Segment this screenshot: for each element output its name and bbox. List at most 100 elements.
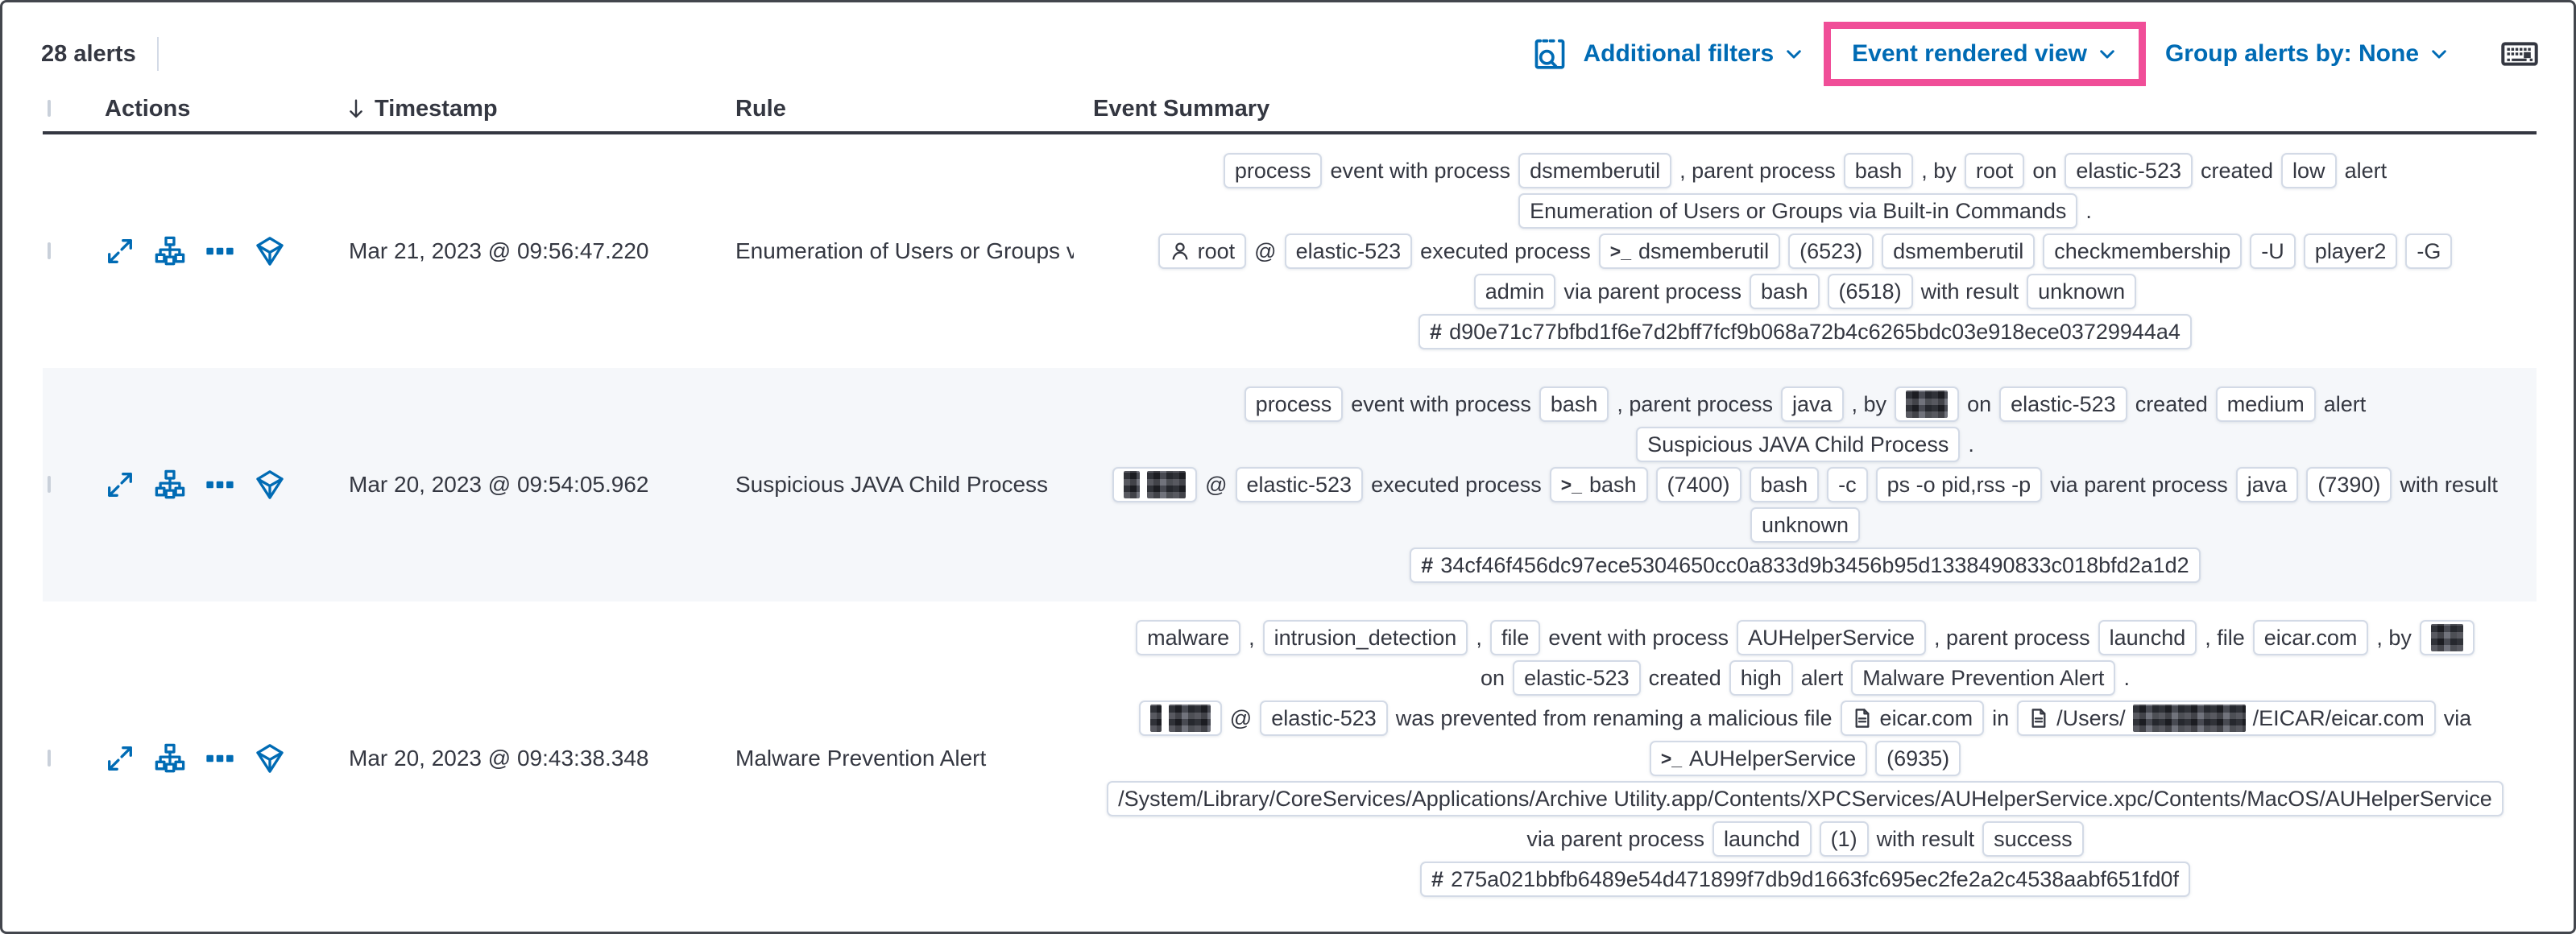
summary-badge[interactable]: Malware Prevention Alert: [1851, 660, 2116, 696]
expand-alert-button[interactable]: [105, 236, 135, 267]
rule-cell: Malware Prevention Alert: [735, 746, 987, 771]
summary-badge[interactable]: checkmembership: [2043, 234, 2243, 269]
summary-badge[interactable]: #34cf46f456dc97ece5304650cc0a833d9b3456b…: [1410, 548, 2201, 583]
summary-badge[interactable]: high: [1729, 660, 1793, 696]
summary-badge[interactable]: java: [2235, 467, 2299, 502]
summary-badge[interactable]: bash: [1843, 153, 1914, 188]
summary-badge[interactable]: unknown: [1750, 507, 1861, 543]
summary-badge[interactable]: malware: [1136, 620, 1241, 655]
summary-badge[interactable]: launchd: [1712, 821, 1812, 857]
summary-badge[interactable]: #275a021bbfb6489e54d471899f7db9d1663fc69…: [1420, 862, 2190, 897]
summary-badge[interactable]: file: [1489, 620, 1541, 655]
summary-badge[interactable]: (7390): [2306, 467, 2392, 502]
redacted-text: [2430, 624, 2463, 651]
summary-badge[interactable]: ps -o pid,rss -p: [1875, 467, 2043, 502]
summary-badge[interactable]: bash: [1749, 467, 1820, 502]
summary-badge[interactable]: admin: [1473, 274, 1556, 309]
badge-label: -G: [2417, 238, 2441, 263]
summary-badge[interactable]: launchd: [2098, 620, 2197, 655]
summary-badge[interactable]: /System/Library/CoreServices/Application…: [1107, 781, 2504, 816]
summary-badge[interactable]: [1895, 386, 1960, 422]
summary-badge[interactable]: java: [1781, 386, 1844, 422]
summary-badge[interactable]: elastic-523: [2065, 153, 2193, 188]
more-actions-button[interactable]: [205, 743, 235, 774]
summary-badge[interactable]: (7400): [1655, 467, 1741, 502]
analyze-event-button[interactable]: [155, 469, 185, 500]
summary-badge[interactable]: eicar.com: [2252, 620, 2369, 655]
more-icon: [205, 469, 235, 500]
summary-badge[interactable]: (6523): [1788, 234, 1874, 269]
summary-badge[interactable]: root: [1158, 234, 1247, 269]
summary-badge[interactable]: dsmemberutil: [1882, 234, 2036, 269]
badge-label: bash: [1550, 391, 1598, 416]
summary-badge[interactable]: root: [1964, 153, 2025, 188]
header-event-summary[interactable]: Event Summary: [1074, 96, 2537, 122]
summary-badge[interactable]: eicar.com: [1840, 700, 1985, 736]
summary-badge[interactable]: >_AUHelperService: [1649, 741, 1868, 776]
summary-badge[interactable]: unknown: [2027, 274, 2137, 309]
summary-badge[interactable]: Suspicious JAVA Child Process: [1636, 427, 1961, 462]
analyze-event-button[interactable]: [155, 743, 185, 774]
summary-text: via parent process: [1526, 826, 1704, 851]
summary-badge[interactable]: -G: [2405, 234, 2453, 269]
header-actions: Actions: [87, 96, 325, 122]
expand-alert-button[interactable]: [105, 743, 135, 774]
summary-badge[interactable]: bash: [1749, 274, 1820, 309]
header-rule[interactable]: Rule: [711, 96, 1074, 122]
summary-badge[interactable]: [1112, 467, 1198, 502]
summary-badge[interactable]: elastic-523: [1513, 660, 1641, 696]
summary-badge[interactable]: intrusion_detection: [1262, 620, 1468, 655]
summary-badge[interactable]: /Users//EICAR/eicar.com: [2017, 700, 2436, 736]
analyze-event-button[interactable]: [155, 236, 185, 267]
expand-alert-button[interactable]: [105, 469, 135, 500]
add-to-timeline-button[interactable]: [255, 469, 285, 500]
add-to-timeline-button[interactable]: [255, 236, 285, 267]
hash-icon: #: [1421, 552, 1434, 577]
select-all-checkbox[interactable]: [48, 100, 51, 117]
summary-badge[interactable]: Enumeration of Users or Groups via Built…: [1518, 193, 2078, 229]
summary-badge[interactable]: bash: [1539, 386, 1609, 422]
more-actions-button[interactable]: [205, 236, 235, 267]
row-checkbox[interactable]: [48, 242, 51, 259]
summary-badge[interactable]: AUHelperService: [1736, 620, 1927, 655]
summary-badge[interactable]: (1): [1819, 821, 1869, 857]
document-icon: [1852, 708, 1873, 729]
summary-badge[interactable]: (6935): [1875, 741, 1961, 776]
summary-text: , file: [2205, 625, 2245, 650]
summary-badge[interactable]: >_bash: [1549, 467, 1648, 502]
header-actions-label: Actions: [105, 95, 191, 122]
summary-badge[interactable]: -c: [1827, 467, 1868, 502]
redacted-text: [1168, 705, 1211, 732]
row-checkbox[interactable]: [48, 750, 51, 767]
summary-badge[interactable]: elastic-523: [1235, 467, 1364, 502]
more-actions-button[interactable]: [205, 469, 235, 500]
summary-badge[interactable]: [2419, 620, 2475, 655]
additional-filters-button[interactable]: Additional filters: [1575, 40, 1812, 68]
terminal-icon: >_: [1560, 473, 1582, 495]
inspect-icon[interactable]: [1533, 37, 1567, 71]
summary-badge[interactable]: process: [1244, 386, 1344, 422]
summary-badge[interactable]: #d90e71c77bfbd1f6e7d2bff7fcf9b068a72b4c6…: [1418, 314, 2192, 349]
group-alerts-by-button[interactable]: Group alerts by: None: [2157, 40, 2458, 68]
summary-badge[interactable]: medium: [2215, 386, 2316, 422]
summary-badge[interactable]: (6518): [1827, 274, 1913, 309]
summary-badge[interactable]: process: [1223, 153, 1323, 188]
header-timestamp[interactable]: Timestamp: [325, 96, 711, 122]
summary-badge[interactable]: low: [2281, 153, 2337, 188]
summary-badge[interactable]: -U: [2250, 234, 2296, 269]
summary-badge[interactable]: [1138, 700, 1222, 736]
summary-badge[interactable]: player2: [2303, 234, 2398, 269]
view-selector-button[interactable]: Event rendered view: [1842, 40, 2127, 68]
summary-badge[interactable]: success: [1982, 821, 2084, 857]
summary-badge[interactable]: elastic-523: [1999, 386, 2127, 422]
summary-line: unknown: [1074, 507, 2537, 543]
summary-badge[interactable]: elastic-523: [1260, 700, 1388, 736]
add-to-timeline-button[interactable]: [255, 743, 285, 774]
summary-badge[interactable]: >_dsmemberutil: [1598, 234, 1781, 269]
summary-badge[interactable]: elastic-523: [1284, 234, 1413, 269]
rule-cell: Enumeration of Users or Groups via Bui: [735, 238, 1074, 263]
row-checkbox[interactable]: [48, 476, 51, 493]
summary-badge[interactable]: dsmemberutil: [1518, 153, 1672, 188]
keyboard-shortcuts-icon[interactable]: [2501, 35, 2538, 72]
